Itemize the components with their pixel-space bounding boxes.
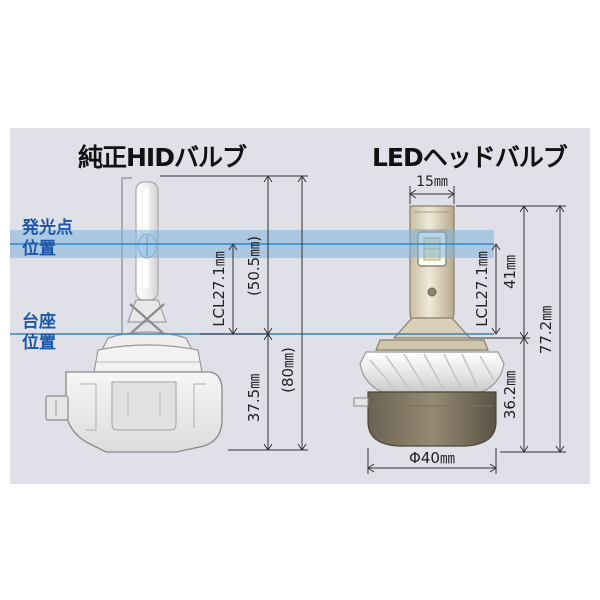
led-neck — [392, 317, 472, 339]
base-position-label-line2: 位置 — [22, 333, 56, 353]
led-heat-sink — [359, 351, 505, 393]
hid-bulb — [45, 177, 223, 453]
hid-base-height-label: 37.5㎜ — [245, 374, 263, 422]
led-collar — [375, 339, 489, 351]
hid-upper-skirt — [93, 344, 203, 373]
hid-title: 純正HIDバルブ — [78, 143, 247, 172]
hid-dimension-lines — [160, 175, 308, 451]
led-total-label: 77.2㎜ — [537, 306, 555, 354]
emission-point-label-line2: 位置 — [22, 239, 56, 259]
led-diameter-label: Φ40㎜ — [409, 449, 455, 467]
led-base-height-label: 36.2㎜ — [501, 371, 519, 419]
emission-point-label-line1: 発光点 — [22, 218, 73, 238]
hid-connector-tab — [45, 395, 69, 421]
led-lcl-label: LCL27.1㎜ — [473, 251, 491, 327]
led-dimension-lines — [367, 186, 566, 474]
led-title: LEDヘッドバルブ — [372, 143, 568, 172]
led-top-height-label: 41㎜ — [501, 255, 519, 289]
hid-total-label: (80㎜) — [279, 347, 297, 393]
hid-emission-to-top-label: (50.5㎜) — [245, 236, 263, 296]
led-body-hole — [427, 287, 437, 297]
base-position-label: 台座 位置 — [22, 312, 56, 354]
led-width-label: 15㎜ — [416, 174, 448, 190]
hid-tube-neck — [127, 299, 167, 323]
base-position-label-line1: 台座 — [22, 312, 56, 332]
hid-lcl-label: LCL27.1㎜ — [210, 251, 228, 327]
emission-point-label: 発光点 位置 — [22, 218, 73, 260]
hid-retaining-clip — [129, 303, 165, 335]
led-side-nub — [353, 397, 369, 407]
led-base-band — [367, 391, 497, 447]
